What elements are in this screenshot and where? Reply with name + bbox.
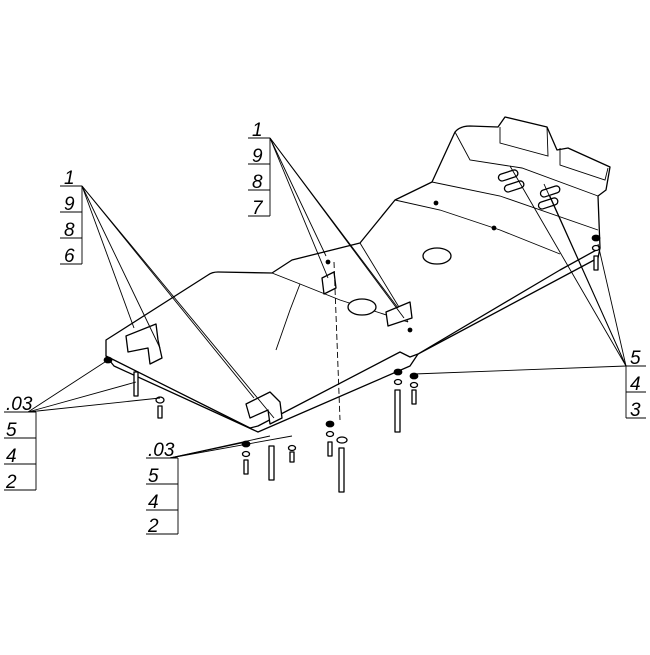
label: 5	[6, 420, 17, 441]
bracket	[245, 391, 283, 425]
bolt	[593, 255, 599, 271]
slot-2	[503, 180, 525, 193]
mount-hole	[407, 327, 413, 333]
label: 4	[630, 374, 641, 395]
washer	[409, 381, 419, 389]
slot-3	[539, 185, 561, 198]
callout-right: 5 4 3	[625, 348, 646, 421]
nut	[409, 372, 419, 380]
label: 2	[147, 516, 159, 537]
callout-center-top: 1 9 8 7	[248, 120, 271, 219]
bolt	[289, 451, 295, 463]
label: 4	[6, 446, 17, 467]
bolt	[327, 441, 333, 457]
label: 6	[64, 246, 75, 267]
skid-plate	[105, 116, 611, 433]
seam-rear	[431, 181, 599, 231]
callout-left-top: 1 9 8 6	[60, 168, 83, 267]
label: .03	[148, 440, 175, 461]
callout-left-bottom: .03 5 4 2	[4, 394, 37, 493]
leader-lines	[27, 137, 627, 459]
label: 9	[252, 146, 263, 167]
nut	[591, 234, 601, 242]
label: .03	[6, 394, 33, 415]
rear-tab-left	[499, 126, 549, 157]
washer	[393, 378, 403, 386]
bolt	[243, 459, 249, 475]
bolt	[133, 371, 139, 397]
nut	[325, 420, 335, 428]
washer	[241, 450, 251, 458]
label: 3	[630, 400, 641, 421]
label: 7	[252, 198, 264, 219]
center-hole	[422, 247, 452, 265]
rear-tab-right	[559, 148, 609, 181]
fasteners	[103, 234, 601, 493]
washer	[325, 430, 335, 438]
washer	[591, 244, 601, 252]
front-hole	[347, 298, 377, 316]
label: 9	[64, 194, 75, 215]
washer	[336, 436, 348, 444]
slot-1	[497, 169, 519, 182]
bolt	[268, 445, 275, 481]
bolt	[411, 389, 417, 405]
label: 2	[5, 472, 17, 493]
label: 8	[64, 220, 75, 241]
callout-center-bottom: .03 5 4 2	[146, 440, 179, 537]
bolt	[394, 389, 401, 433]
seam-front-b	[275, 283, 301, 351]
plate-outline	[105, 116, 611, 429]
bracket	[385, 301, 413, 327]
washer	[287, 444, 297, 452]
label: 8	[252, 172, 263, 193]
seam-tab	[454, 131, 599, 197]
slot-4	[537, 197, 559, 210]
mount-hole	[325, 259, 331, 265]
label: 5	[148, 466, 159, 487]
label: 1	[252, 120, 263, 141]
mount-hole	[433, 200, 439, 206]
seam-mid	[394, 199, 561, 255]
nut	[393, 368, 403, 376]
bolt	[338, 447, 345, 493]
label: 4	[148, 492, 159, 513]
label: 1	[64, 168, 75, 189]
bolt	[157, 405, 163, 419]
bracket	[321, 271, 337, 295]
label: 5	[630, 348, 641, 369]
mount-hole	[491, 225, 497, 231]
